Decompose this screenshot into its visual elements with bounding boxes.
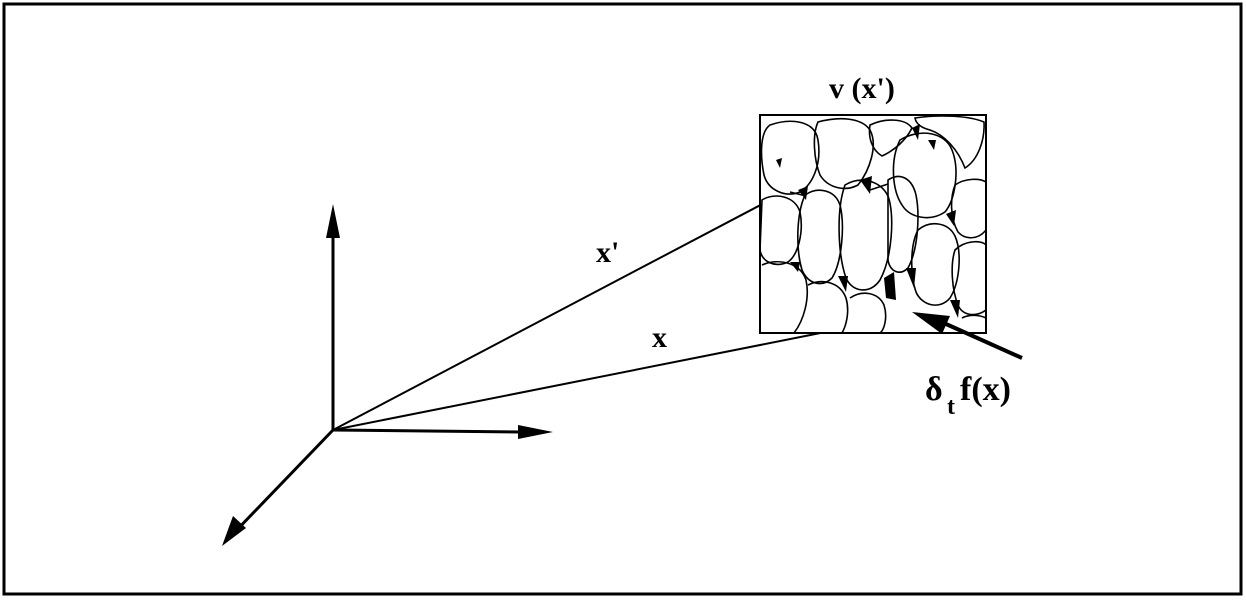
vector-x-line: [332, 315, 907, 431]
source-term-label: δ t f(x): [925, 371, 1011, 420]
y-axis-arrow: [230, 428, 335, 537]
delta-subscript: t: [947, 394, 955, 420]
source-arrow-head: [912, 312, 950, 334]
delta-function: f(x): [960, 371, 1011, 408]
source-arrow: [912, 312, 1023, 360]
x-axis-arrow: [332, 428, 521, 434]
vector-x-prime-label: x': [596, 236, 619, 269]
delta-symbol: δ: [925, 371, 943, 408]
volume-label: v (x'): [829, 72, 895, 105]
grain-triple-junctions: [776, 124, 960, 318]
coordinate-axes: [222, 204, 553, 546]
volume-element: [759, 114, 987, 334]
vector-x-label: x: [652, 321, 667, 354]
z-axis-arrowhead: [326, 204, 340, 238]
x-axis-arrowhead: [518, 425, 553, 439]
grain-boundaries: [760, 115, 986, 333]
source-arrow-line: [945, 322, 1023, 360]
y-axis-arrowhead: [222, 516, 246, 546]
